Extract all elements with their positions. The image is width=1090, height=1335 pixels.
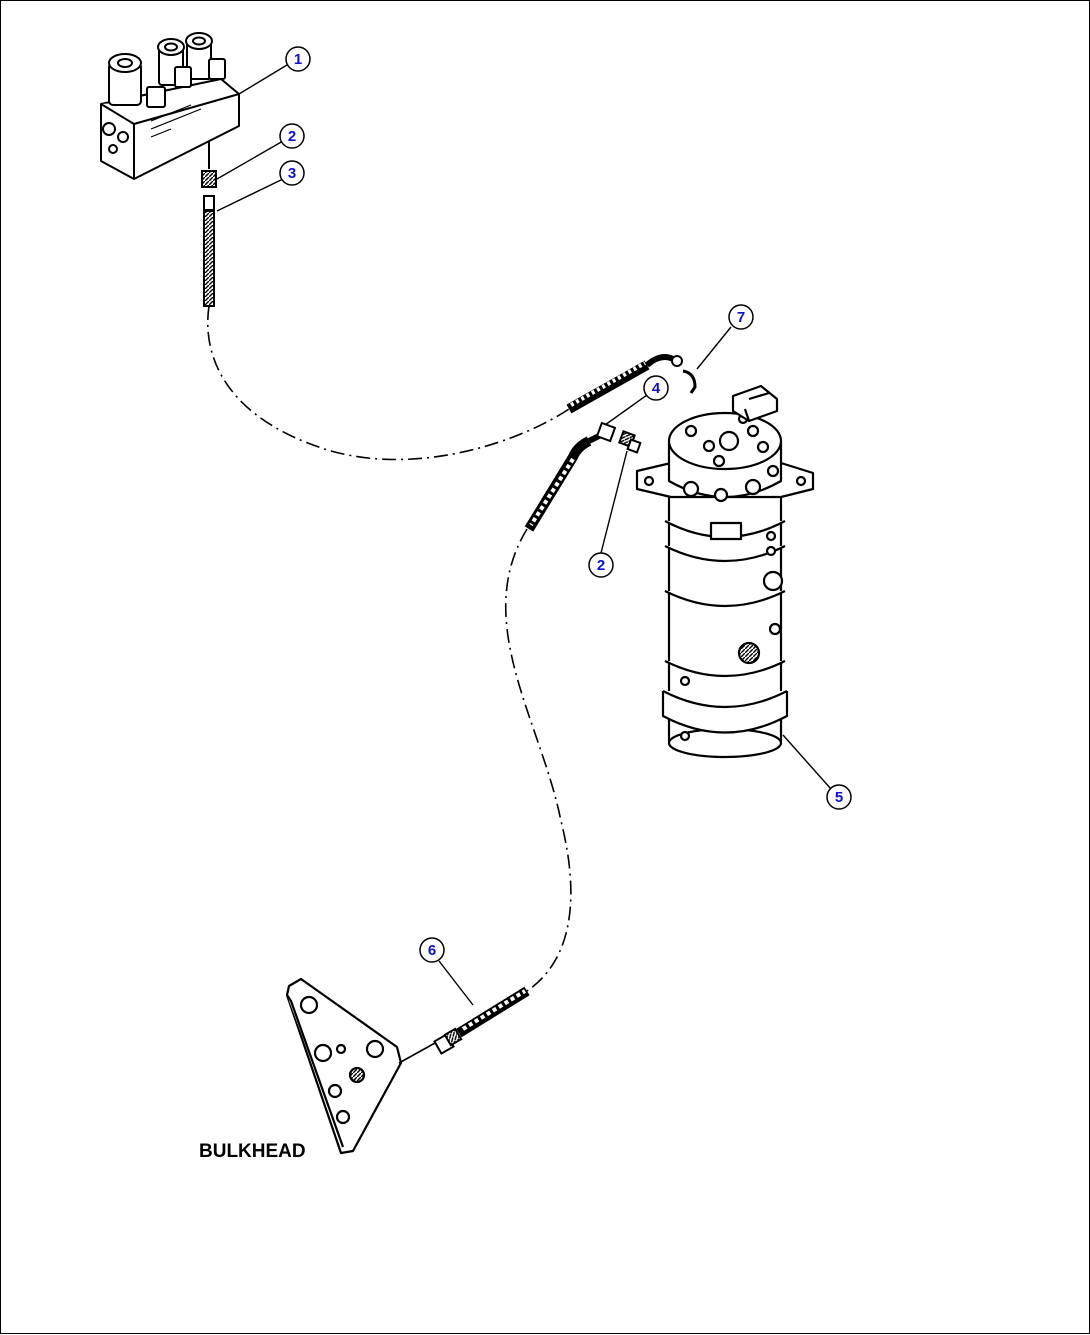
- callout-7: 7: [728, 304, 754, 330]
- callout-6: 6: [419, 937, 445, 963]
- bulkhead-label: BULKHEAD: [199, 1141, 306, 1162]
- callout-2-top: 2: [279, 123, 305, 149]
- callout-label: 1: [294, 51, 302, 68]
- callout-label: 6: [428, 942, 436, 959]
- callout-3: 3: [279, 160, 305, 186]
- hose-icon: [524, 421, 642, 532]
- hose-icon: [433, 986, 530, 1055]
- fitting-icon: [201, 141, 217, 211]
- callout-4: 4: [643, 375, 669, 401]
- hose-routing-line: [207, 305, 572, 992]
- valve-block-icon: [100, 32, 240, 180]
- hose-icon: [566, 354, 697, 414]
- callout-5: 5: [826, 784, 852, 810]
- callout-1: 1: [285, 46, 311, 72]
- callout-label: 2: [597, 557, 605, 574]
- callout-2-lower: 2: [588, 552, 614, 578]
- callout-label: 5: [835, 789, 843, 806]
- callout-label: 4: [652, 380, 661, 397]
- callout-label: 2: [288, 128, 296, 145]
- leader-lines: [216, 64, 832, 1006]
- hose-icon: [203, 210, 215, 307]
- bulkhead-plate-icon: [285, 977, 436, 1155]
- swivel-joint-icon: [635, 384, 815, 759]
- callout-label: 3: [288, 165, 296, 182]
- callout-label: 7: [737, 309, 745, 326]
